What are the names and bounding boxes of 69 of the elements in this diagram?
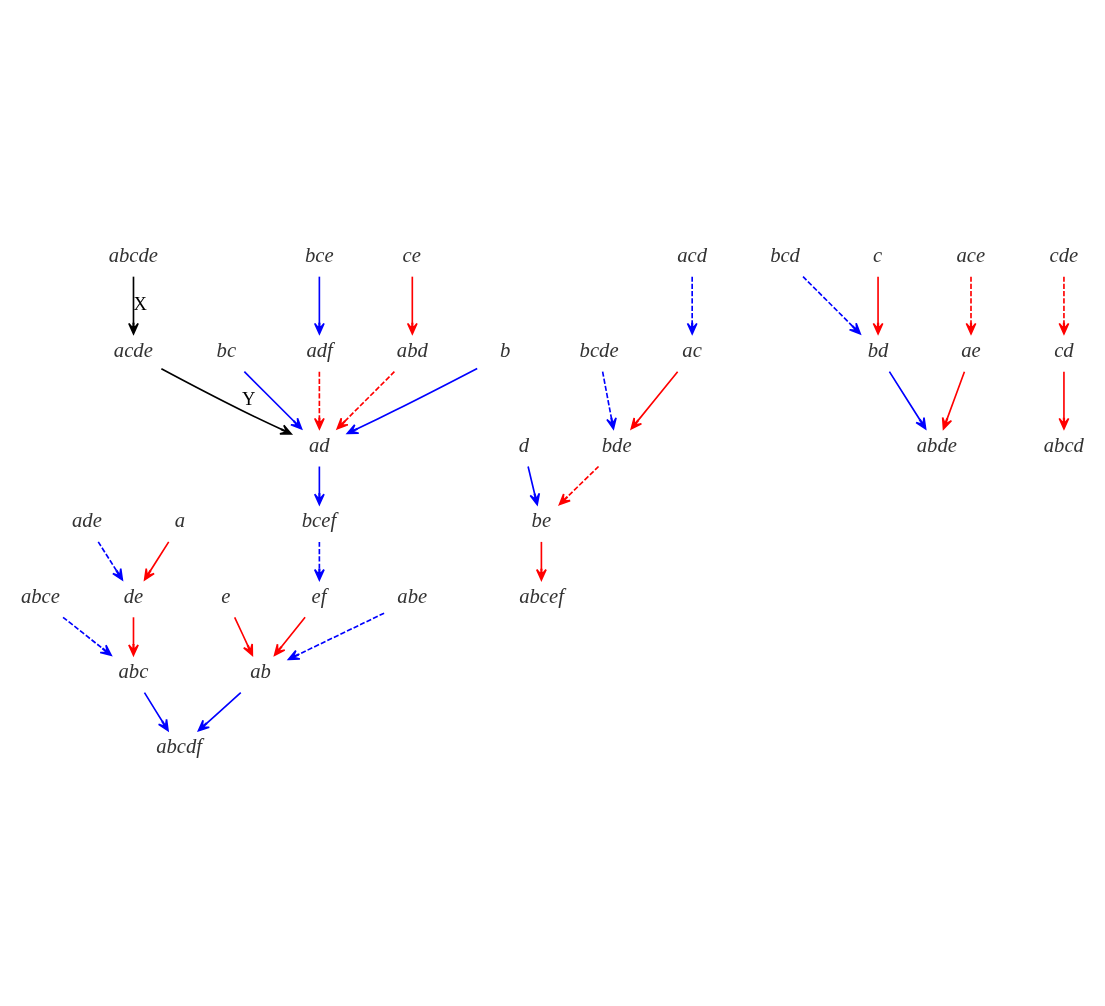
node-text: bcde: [579, 338, 619, 361]
node-text: bc: [216, 338, 237, 361]
arrow: [1058, 275, 1070, 335]
node-text: bcef: [301, 508, 337, 531]
arrow: [160, 367, 293, 435]
node-text: ace: [956, 243, 986, 266]
node-text: cd: [1054, 338, 1074, 361]
arrow: [143, 691, 169, 731]
arrow: [313, 540, 325, 581]
arrow: [97, 540, 124, 581]
arrow: [872, 275, 884, 335]
node-text: be: [531, 508, 552, 531]
node-text: bce: [304, 243, 334, 266]
node-text: abce: [20, 584, 60, 607]
arrow: [128, 275, 139, 335]
arrow: [62, 615, 112, 656]
node-text: ef: [311, 584, 327, 607]
arrow: [941, 370, 966, 430]
node-text: e: [221, 584, 231, 607]
node-text: ac: [682, 338, 702, 361]
arrow: [243, 370, 303, 430]
node-text: bde: [601, 433, 632, 456]
arrow: [143, 540, 170, 581]
node-text: abcdf: [156, 734, 203, 757]
arrow: [313, 275, 325, 335]
arrow: [535, 540, 547, 581]
arrow: [128, 615, 139, 656]
node-text: abe: [397, 584, 428, 607]
arrow: [686, 275, 698, 335]
node-text: acd: [677, 243, 708, 266]
node-text: adf: [306, 338, 333, 361]
arrow: [313, 465, 325, 505]
arrow: [802, 275, 861, 335]
arrow: [527, 465, 541, 505]
node-text: b: [500, 338, 511, 361]
node-text: ade: [72, 508, 102, 531]
arrow: [313, 370, 325, 430]
node-text: bcd: [770, 243, 800, 266]
edge-label: Y: [241, 387, 256, 409]
node-text: c: [872, 243, 883, 266]
arrow: [336, 370, 396, 430]
node-text: bd: [867, 338, 889, 361]
node-text: abde: [916, 433, 957, 456]
node-text: ad: [309, 433, 330, 456]
arrow: [965, 275, 977, 335]
node-text: abcde: [108, 243, 158, 266]
node-text: ab: [250, 659, 271, 682]
node-text: ae: [961, 338, 981, 361]
arrow: [233, 615, 254, 656]
arrow: [558, 465, 600, 505]
arrow: [888, 370, 927, 430]
arrow: [273, 615, 306, 656]
node-text: cde: [1049, 243, 1079, 266]
node-text: d: [518, 433, 530, 456]
edge-label: X: [133, 292, 147, 314]
arrow: [197, 691, 242, 731]
arrow: [406, 275, 418, 335]
node-text: a: [174, 508, 186, 531]
node-text: acde: [113, 338, 153, 361]
arrow: [630, 370, 679, 430]
node-text: abd: [396, 338, 428, 361]
node-text: ce: [402, 243, 421, 266]
arrow: [287, 611, 385, 660]
arrow: [346, 367, 479, 434]
node-text: abcd: [1043, 433, 1084, 456]
node-text: abc: [118, 659, 149, 682]
arrow: [601, 370, 617, 430]
node-text: de: [123, 584, 144, 607]
arrow: [1058, 370, 1070, 430]
